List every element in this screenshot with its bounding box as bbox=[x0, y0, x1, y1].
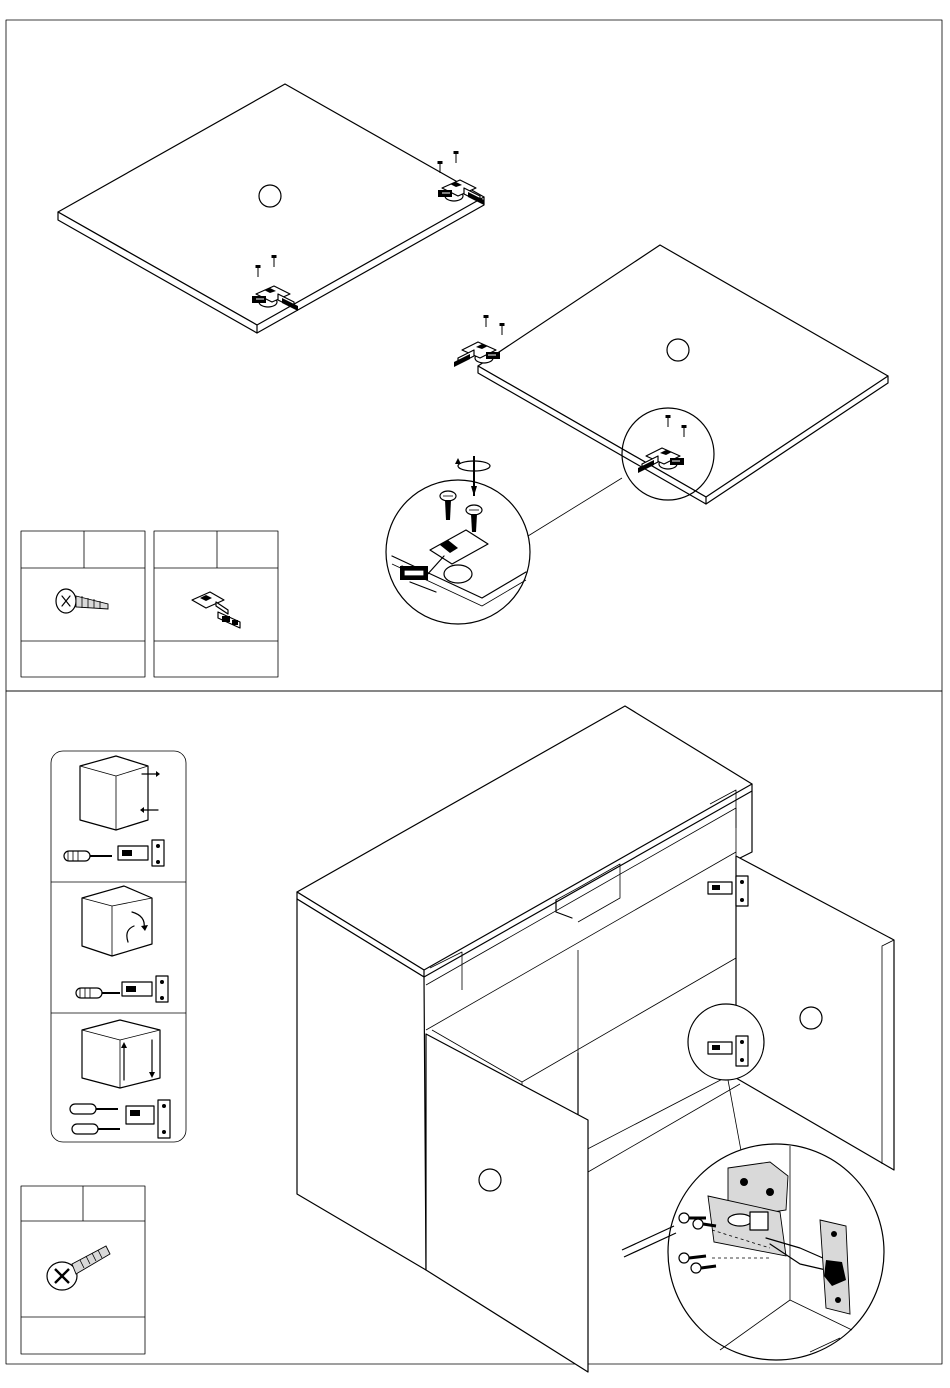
hinge-icon bbox=[122, 976, 168, 1002]
hinge-adjustment-panel bbox=[51, 751, 186, 1142]
screwdriver-icon bbox=[64, 851, 112, 861]
screwdriver-icon bbox=[76, 988, 120, 998]
depth-adjust-illustration bbox=[64, 756, 164, 866]
magnified-hinge-detail bbox=[668, 1144, 884, 1360]
part-number-circle bbox=[259, 185, 281, 207]
hinge-icon bbox=[126, 1100, 170, 1138]
magnified-hinge-detail bbox=[386, 456, 530, 624]
callout-leader bbox=[528, 478, 622, 536]
part-number-circle bbox=[479, 1169, 501, 1191]
hinge-icon bbox=[708, 876, 748, 906]
callout-leader bbox=[728, 1080, 742, 1156]
screwdriver-icon bbox=[72, 1124, 120, 1134]
side-adjust-illustration bbox=[76, 886, 168, 1002]
height-adjust-illustration bbox=[70, 1020, 170, 1138]
parts-table-hinge bbox=[154, 531, 278, 677]
part-number-circle bbox=[667, 339, 689, 361]
hinge-icon bbox=[192, 592, 240, 628]
door-panel-right bbox=[478, 245, 888, 504]
screw-icon bbox=[47, 1246, 110, 1290]
screw-icon bbox=[56, 589, 108, 613]
parts-table-screw bbox=[21, 531, 145, 677]
part-number-circle bbox=[800, 1007, 822, 1029]
screwdriver-icon bbox=[70, 1104, 118, 1114]
hinge-icon bbox=[118, 840, 164, 866]
parts-table-screw bbox=[21, 1186, 145, 1354]
